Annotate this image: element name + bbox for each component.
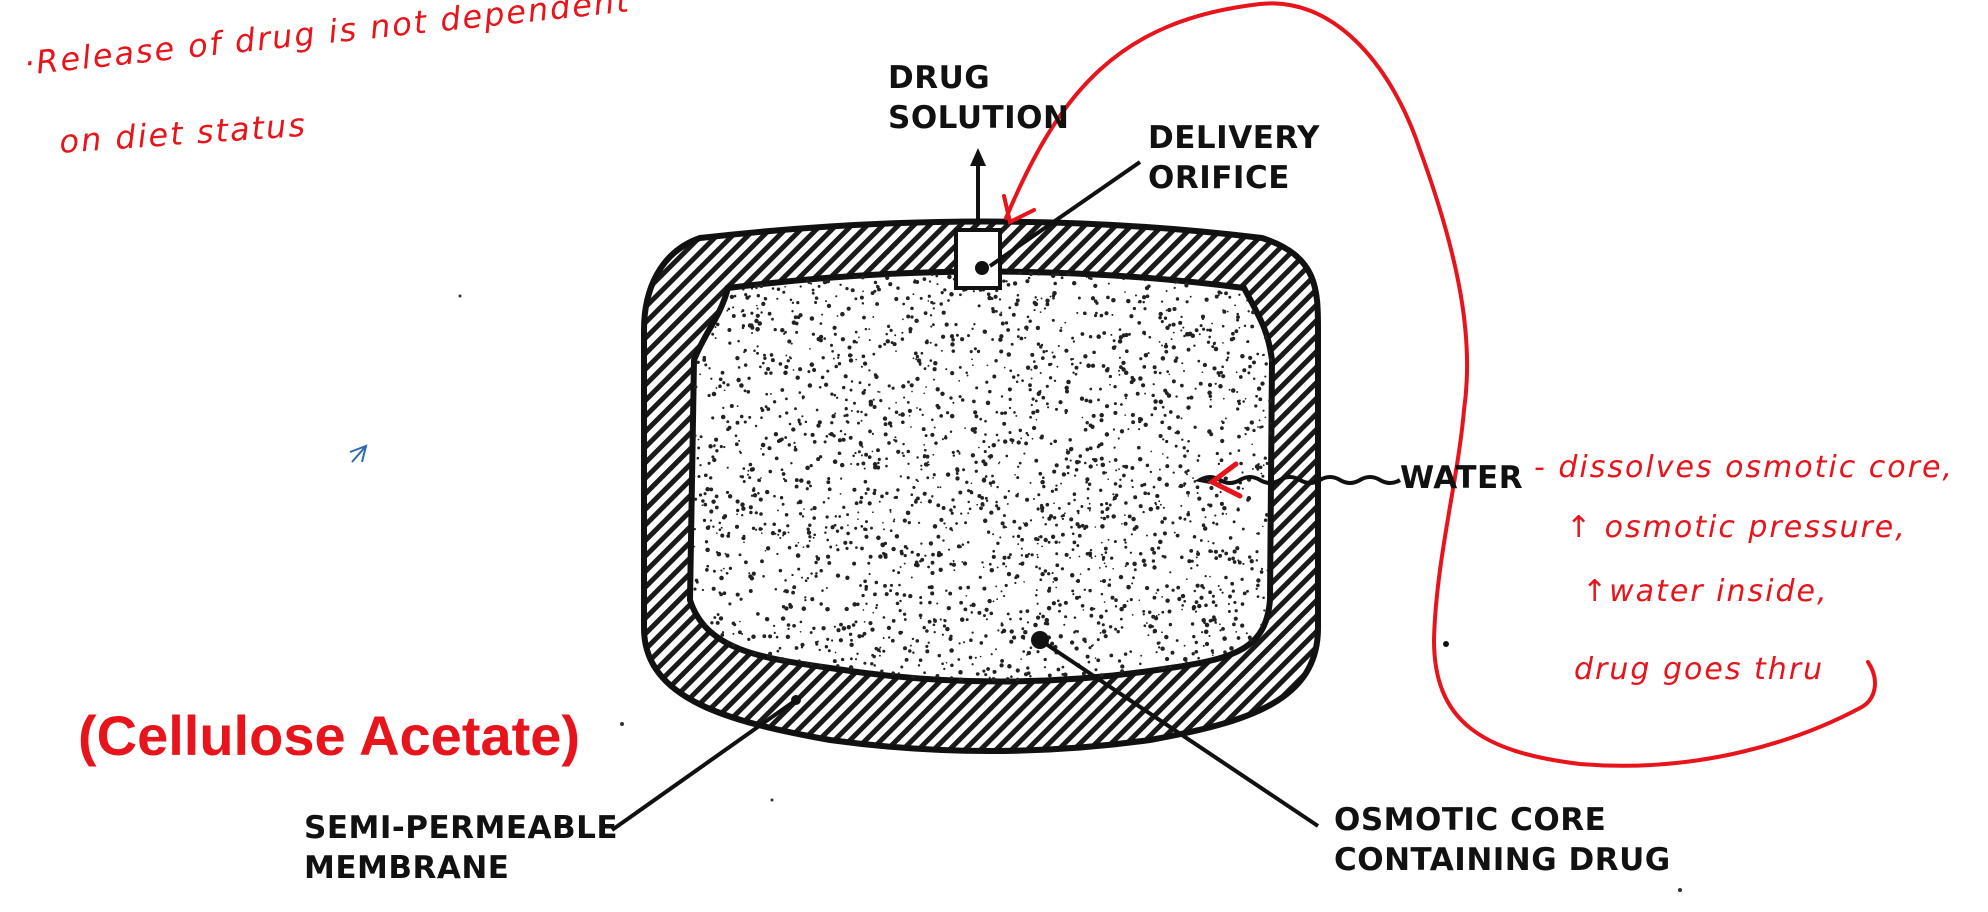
semi-permeable-membrane-label: SEMI-PERMEABLE MEMBRANE	[304, 808, 618, 888]
delivery-orifice-label: DELIVERY ORIFICE	[1148, 118, 1320, 198]
membrane-material-label: (Cellulose Acetate)	[78, 704, 581, 767]
red-arrow-orifice	[1002, 194, 1036, 225]
orifice-dot	[975, 261, 989, 275]
membrane-label-line-1: SEMI-PERMEABLE	[304, 810, 619, 846]
osmotic-core	[686, 268, 1276, 685]
water-note-line-3: ↑water inside,	[1582, 574, 1829, 609]
pen-mark	[349, 444, 368, 463]
delivery-orifice-label-line-1: DELIVERY	[1148, 120, 1320, 156]
drug-solution-label-line-1: DRUG	[888, 60, 991, 96]
water-note-line-2: ↑ osmotic pressure,	[1566, 510, 1907, 545]
drug-solution-label: DRUG SOLUTION	[888, 58, 1069, 138]
red-loop-mark	[1004, 1, 1877, 768]
water-arrow	[1194, 475, 1402, 485]
red-arrow-water	[1207, 461, 1243, 499]
membrane-leader	[610, 698, 798, 832]
delivery-orifice-leader	[988, 160, 1142, 268]
osmotic-core-label-line-2: CONTAINING DRUG	[1334, 842, 1671, 878]
osmotic-core-leader	[1038, 638, 1320, 828]
osmotic-core-label-line-1: OSMOTIC CORE	[1334, 802, 1607, 838]
membrane-label-line-2: MEMBRANE	[304, 850, 510, 886]
delivery-orifice-label-line-2: ORIFICE	[1148, 160, 1290, 196]
drug-solution-label-line-2: SOLUTION	[888, 100, 1070, 136]
delivery-orifice-channel	[954, 228, 1002, 290]
water-note-line-4: drug goes thru	[1574, 652, 1825, 687]
osmotic-core-label: OSMOTIC CORE CONTAINING DRUG	[1334, 800, 1671, 880]
water-note-line-1: - dissolves osmotic core,	[1534, 450, 1954, 485]
drug-solution-arrow	[970, 148, 986, 166]
water-label: WATER	[1400, 460, 1524, 496]
